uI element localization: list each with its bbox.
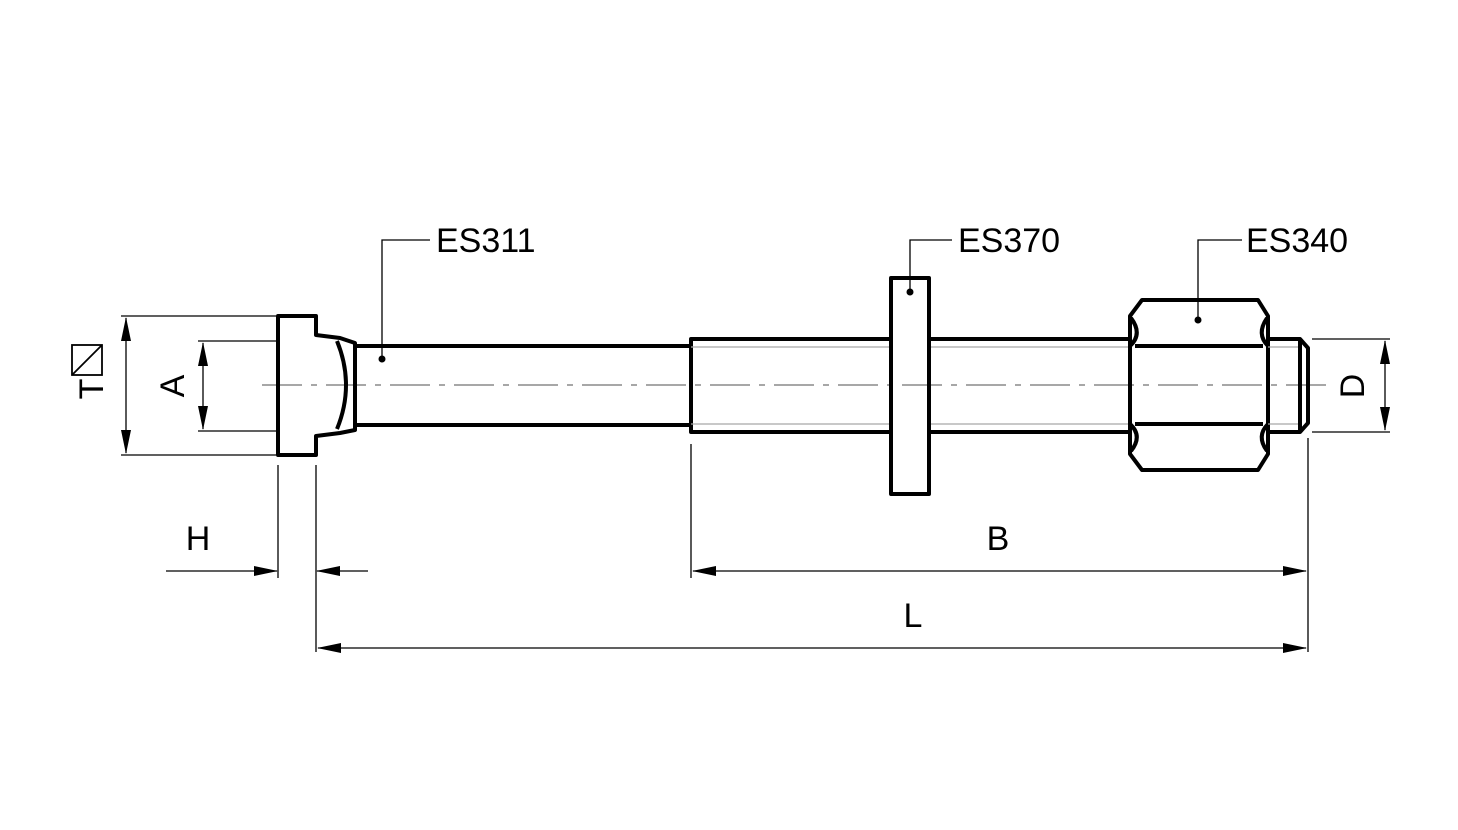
square-symbol-icon bbox=[71, 344, 103, 376]
leader-es311 bbox=[378, 239, 430, 363]
bolt-end bbox=[1268, 337, 1310, 434]
dimension-b: B bbox=[690, 438, 1309, 652]
leader-es340 bbox=[1197, 239, 1242, 320]
dimension-h-label: H bbox=[186, 520, 211, 558]
dimension-d-label: D bbox=[1334, 374, 1372, 399]
dimension-l-label: L bbox=[904, 597, 923, 635]
dimension-t: T bbox=[71, 315, 276, 456]
dimension-h: H bbox=[166, 465, 368, 652]
dimension-a: A bbox=[154, 340, 276, 432]
dimension-b-label: B bbox=[987, 520, 1010, 558]
label-es340: ES340 bbox=[1246, 222, 1348, 260]
dimension-d: D bbox=[1312, 338, 1390, 433]
hex-nut bbox=[1128, 298, 1270, 472]
leader-es370 bbox=[909, 239, 952, 292]
dimension-a-label: A bbox=[154, 374, 192, 397]
label-es370: ES370 bbox=[958, 222, 1060, 260]
dimension-l: L bbox=[317, 597, 1307, 653]
washer bbox=[889, 276, 931, 496]
bolt-head bbox=[276, 314, 357, 457]
dimension-t-label: T bbox=[73, 379, 111, 400]
label-es311: ES311 bbox=[436, 222, 536, 260]
